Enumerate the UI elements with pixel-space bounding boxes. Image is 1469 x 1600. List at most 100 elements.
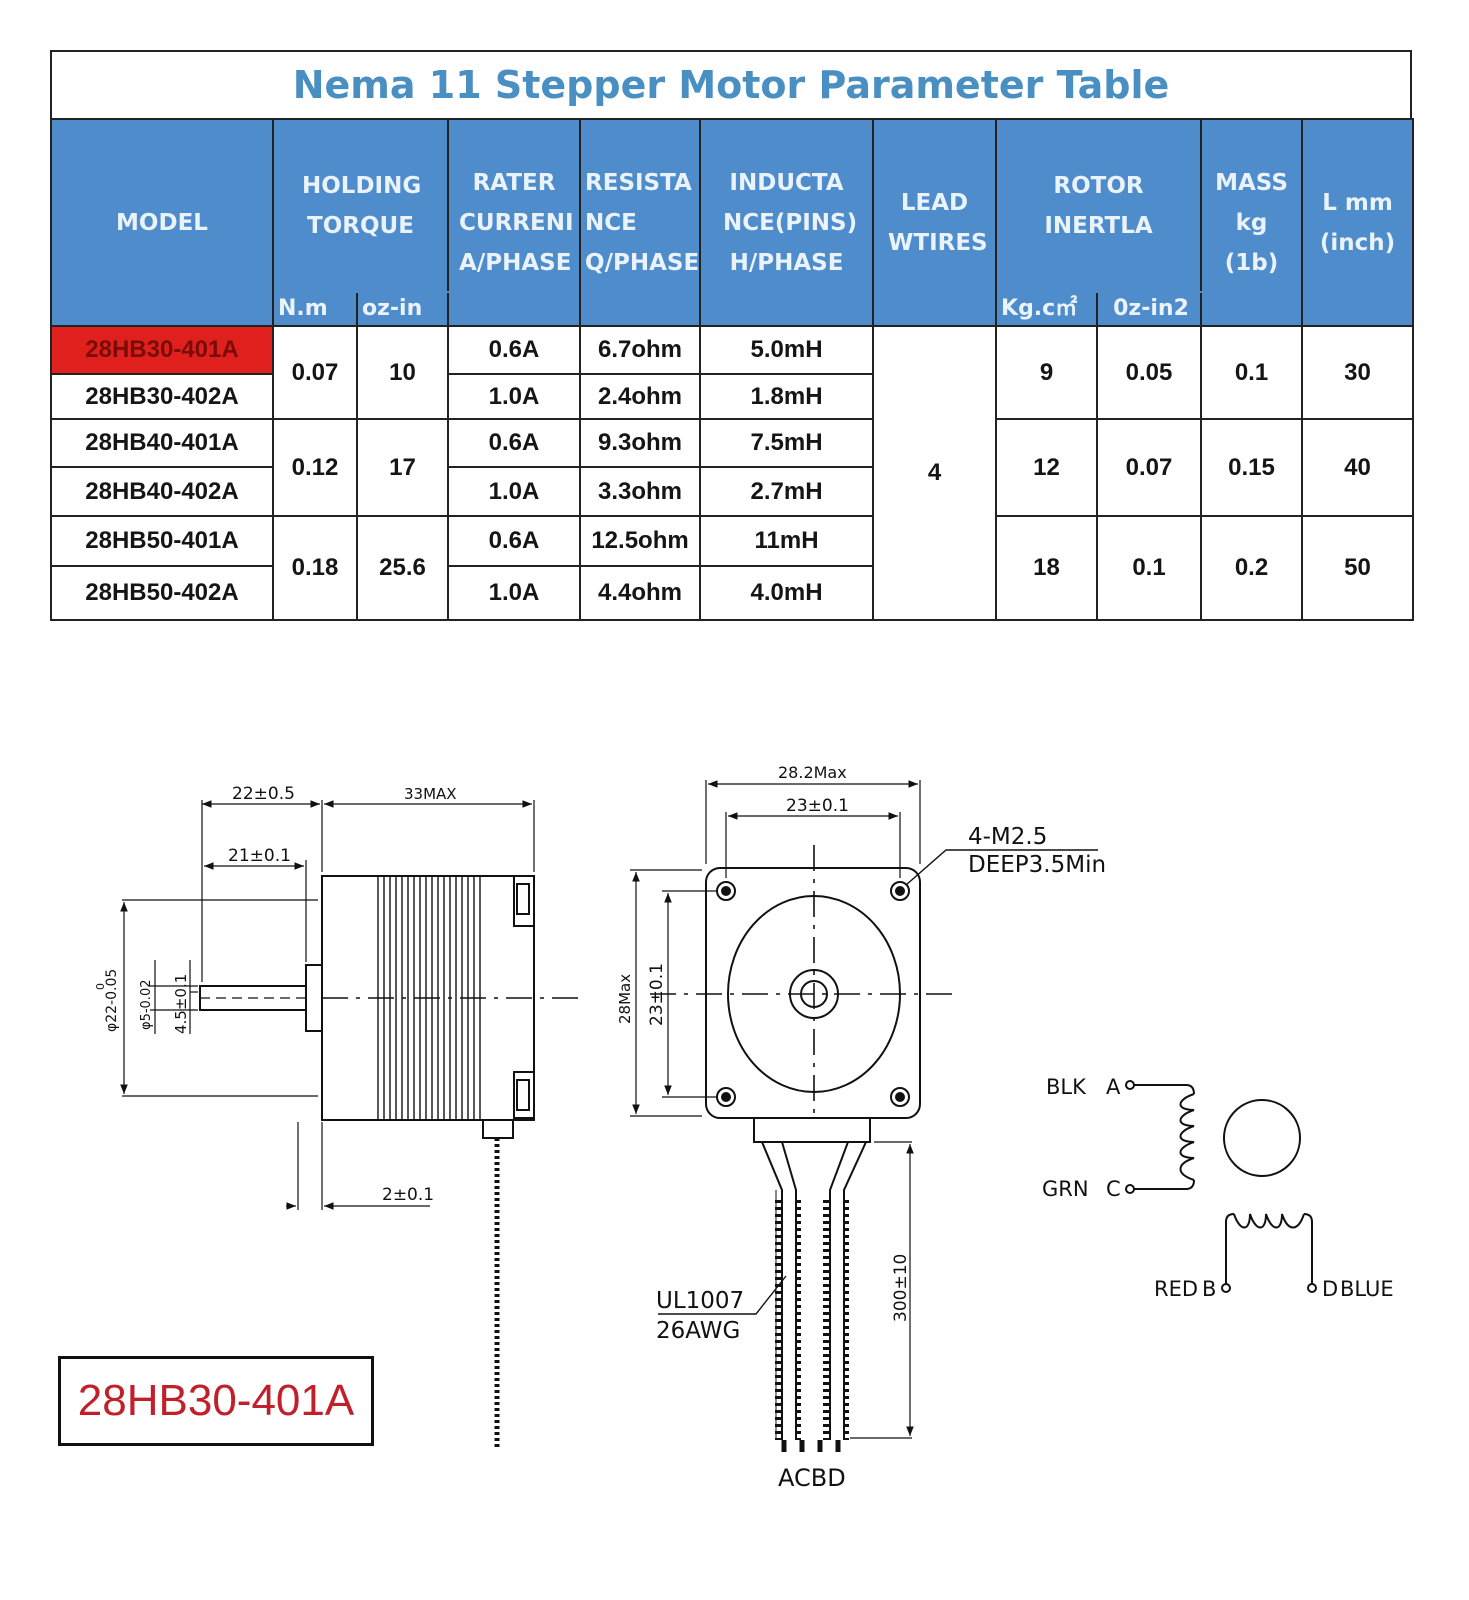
dim-4-5-label: 4.5±0.1 [172,974,190,1034]
pin-label-d: D [1322,1277,1338,1301]
cable-gauge-label: 26AWG [656,1318,740,1344]
current-cell: 0.6A [447,418,582,468]
torque-nm-cell: 0.18 [272,515,358,621]
unit-inertia-kgcm: Kg.c㎡ [995,291,1099,327]
model-cell: 28HB40-402A [50,466,274,517]
side-view [120,800,580,1450]
header-holding-torque: HOLDING TORQUE [271,118,450,293]
inertia-kgcm-cell: 9 [995,325,1099,420]
unit-torque-nm: N.m [272,291,358,327]
dim-23-h-label: 23±0.1 [786,796,849,816]
model-cell: 28HB40-401A [50,418,274,468]
mass-cell: 0.15 [1200,418,1304,517]
torque-ozin-cell: 10 [355,325,450,420]
model-badge: 28HB30-401A [58,1356,374,1446]
dim-phi22-zero: 0 [94,983,107,990]
resistance-cell: 6.7ohm [579,325,702,375]
torque-nm-cell: 0.07 [272,325,358,420]
dim-33-label: 33MAX [404,785,457,803]
technical-drawing: 22±0.5 33MAX 21±0.1 2±0.1 φ22-0.05 0 φ5-… [94,763,1394,1492]
mass-cell: 0.2 [1200,515,1304,621]
header-resistance: RESISTA NCE Q/PHASE [579,118,702,327]
coil-bd [1233,1213,1305,1229]
inertia-kgcm-cell: 18 [995,515,1099,621]
unit-inertia-ozin2: 0z-in2 [1096,291,1203,327]
front-view [630,780,1098,1452]
wire-label-red: RED [1154,1277,1198,1301]
pin-label-b: B [1202,1277,1216,1301]
inductance-cell: 1.8mH [699,373,875,420]
resistance-cell: 4.4ohm [579,565,702,621]
inductance-cell: 11mH [699,515,875,567]
resistance-cell: 2.4ohm [579,373,702,420]
torque-ozin-cell: 17 [355,418,450,517]
current-cell: 1.0A [447,565,582,621]
unit-torque-ozin: oz-in [355,291,450,327]
mounting-holes [716,881,910,1107]
pin-label-a: A [1106,1075,1121,1099]
hole-spec-2: DEEP3.5Min [968,852,1106,878]
motor-face [705,867,921,1119]
model-cell: 28HB50-401A [50,515,274,567]
current-cell: 0.6A [447,325,582,375]
dim-phi22-label: φ22-0.05 [104,969,120,1032]
dim-21-label: 21±0.1 [228,846,291,866]
header-mass: MASS kg (1b) [1200,118,1304,327]
side-view-dimensions: 22±0.5 33MAX 21±0.1 2±0.1 φ22-0.05 0 φ5-… [94,784,457,1205]
inertia-kgcm-cell: 12 [995,418,1099,517]
inertia-ozin2-cell: 0.1 [1096,515,1203,621]
length-cell: 50 [1301,515,1415,621]
length-cell: 40 [1301,418,1415,517]
header-rated-current: RATER CURRENI A/PHASE [447,118,582,327]
header-lead-wires: LEAD WTIRES [872,118,998,327]
hole-spec-1: 4-M2.5 [968,824,1047,850]
length-cell: 30 [1301,325,1415,420]
current-cell: 0.6A [447,515,582,567]
cable-length-label: 300±10 [891,1254,911,1322]
dim-28-2-label: 28.2Max [778,763,847,782]
resistance-cell: 12.5ohm [579,515,702,567]
table-row: 28HB40-402A 1.0A 3.3ohm 2.7mH [50,466,1413,517]
header-inductance: INDUCTA NCE(PINS) H/PHASE [699,118,875,327]
wire-label-blue: BLUE [1340,1277,1394,1301]
coil-ac [1179,1093,1195,1181]
rotor-symbol [1223,1099,1301,1177]
inductance-cell: 5.0mH [699,325,875,375]
header-rotor-inertia: ROTOR INERTLA [995,118,1203,293]
torque-ozin-cell: 25.6 [355,515,450,621]
inductance-cell: 7.5mH [699,418,875,468]
parameter-table: Nema 11 Stepper Motor Parameter Table MO… [50,50,1415,621]
table-row: 28HB40-401A 0.12 17 0.6A 9.3ohm 7.5mH 12… [50,418,1415,517]
mass-cell: 0.1 [1200,325,1304,420]
lead-wires-cell: 4 [872,325,998,621]
resistance-cell: 3.3ohm [579,466,702,517]
table-row: 28HB50-402A 1.0A 4.4ohm 4.0mH [50,565,1413,621]
inductance-cell: 2.7mH [699,466,875,517]
model-cell: 28HB50-402A [50,565,274,621]
cable-type-label: UL1007 [656,1288,744,1314]
current-cell: 1.0A [447,466,582,517]
table-row: 28HB50-401A 0.18 25.6 0.6A 12.5ohm 11mH … [50,515,1415,621]
dim-23-v-label: 23±0.1 [647,963,667,1026]
parameter-grid: MODEL HOLDING TORQUE RATER CURRENI A/PHA… [50,118,1415,621]
dim-phi5-label: φ5-0.02 [139,980,154,1030]
table-row: 28HB30-402A 1.0A 2.4ohm 1.8mH [50,373,1413,420]
dim-22-label: 22±0.5 [232,784,295,804]
resistance-cell: 9.3ohm [579,418,702,468]
table-title: Nema 11 Stepper Motor Parameter Table [50,50,1412,118]
dim-2-label: 2±0.1 [382,1185,434,1205]
inductance-cell: 4.0mH [699,565,875,621]
wire-label-grn: GRN [1042,1177,1089,1201]
wiring-labels: BLK A GRN C RED B D BLUE [1042,1075,1394,1301]
current-cell: 1.0A [447,373,582,420]
table-row: 28HB30-401A 0.07 10 0.6A 6.7ohm 5.0mH 4 … [50,325,1415,621]
header-model: MODEL [50,118,274,327]
model-cell-highlighted: 28HB30-401A [50,325,274,375]
inertia-ozin2-cell: 0.07 [1096,418,1203,517]
wire-order-label: ACBD [778,1464,846,1492]
pin-label-c: C [1106,1177,1121,1201]
model-cell: 28HB30-402A [50,373,274,420]
front-view-dimensions: 28.2Max 23±0.1 28Max 23±0.1 4-M2.5 DEEP3… [616,763,1106,1492]
wire-label-blk: BLK [1046,1075,1087,1099]
torque-nm-cell: 0.12 [272,418,358,517]
